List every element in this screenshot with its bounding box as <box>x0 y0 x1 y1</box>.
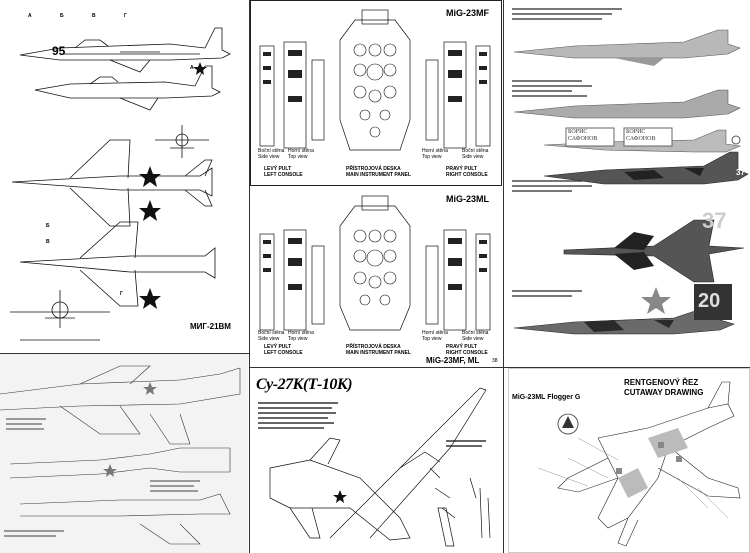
mig23mf-cockpit-drawing <box>250 0 502 186</box>
mig21-drawing-tile: А Б В Г 95 А Б В Г МИГ-21ВМ <box>0 0 248 352</box>
ml-footer: MiG-23MF, ML <box>426 356 480 365</box>
ml-title: MiG-23ML <box>446 194 490 204</box>
cutaway-title-en: CUTAWAY DRAWING <box>624 388 704 397</box>
mig23ml-cockpit-drawing <box>259 195 491 331</box>
view-letter-v: В <box>92 13 96 19</box>
label-g: Г <box>120 291 123 297</box>
side-number: 95 <box>52 44 66 58</box>
mig25-profiles-tile: БОРИС САФОНОВ БОРИС САФОНОВ 37 37 20 <box>504 0 750 368</box>
mf-title: MiG-23MF <box>446 8 490 18</box>
big-number: 37 <box>702 208 727 233</box>
inscription-1: БОРИС САФОНОВ <box>568 129 598 142</box>
side-label: А <box>190 65 194 71</box>
su27k-drawing-tile: Су-27К(Т-10К) <box>250 368 508 553</box>
label-b1: Б <box>46 223 50 229</box>
mig25-profiles-drawing <box>512 8 749 335</box>
fuselage-number: 37 <box>736 168 745 177</box>
mig21-drawing <box>10 27 231 341</box>
su15-blueprint-drawing <box>0 365 241 545</box>
mig21-title: МИГ-21ВМ <box>190 322 231 331</box>
su27k-drawing <box>258 387 491 547</box>
cutaway-title-cz: RENTGENOVÝ ŘEZ <box>624 378 699 387</box>
mig23ml-cutaway-tile: MiG-23ML Flogger G RENTGENOVÝ ŘEZ CUTAWA… <box>508 368 750 553</box>
view-letter-b: Б <box>60 13 64 19</box>
inscription-2: БОРИС САФОНОВ <box>626 129 656 142</box>
label-b2: В <box>46 239 50 245</box>
view-letter-g: Г <box>124 13 127 19</box>
divider-vertical-1 <box>249 0 250 553</box>
mig23ml-cutaway-drawing <box>508 368 750 553</box>
page-number: 38 <box>492 358 498 364</box>
view-letter-a: А <box>28 13 32 19</box>
cutaway-aircraft-name: MiG-23ML Flogger G <box>512 394 581 401</box>
su27k-title: Су-27К(Т-10К) <box>256 376 353 393</box>
su15-blueprint-tile <box>0 354 248 553</box>
divider-vertical-2 <box>503 0 504 553</box>
divider-horizontal-2 <box>250 367 750 368</box>
divider-horizontal-1 <box>0 353 249 354</box>
tail-number: 20 <box>698 290 721 312</box>
